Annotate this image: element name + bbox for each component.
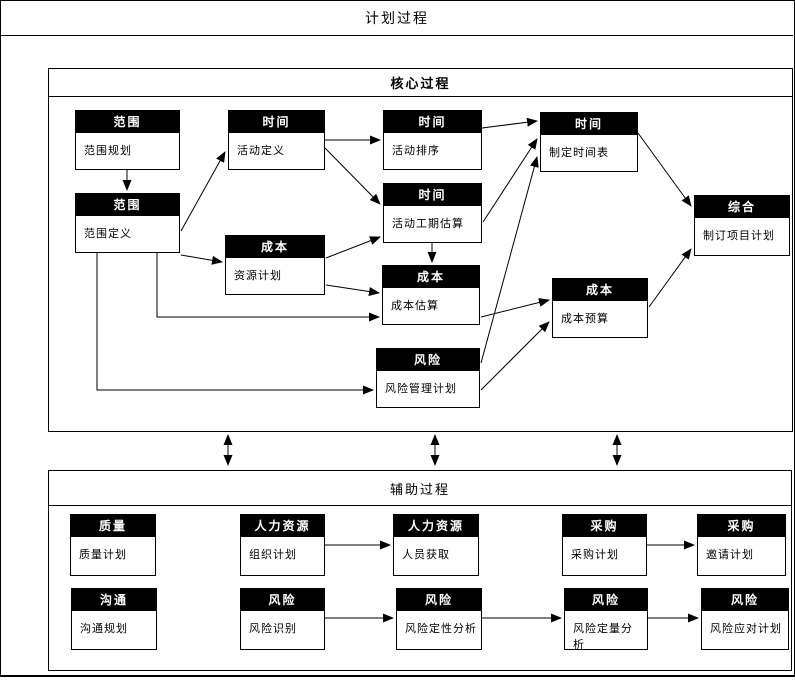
node-label: 风险应对计划 <box>710 622 782 635</box>
core-group-title: 核心过程 <box>49 69 792 97</box>
node-category: 成本 <box>383 266 479 288</box>
process-node-resource-planning: 成本资源计划 <box>225 235 325 295</box>
process-node-cost-estimating: 成本成本估算 <box>382 265 480 325</box>
node-label: 组织计划 <box>249 548 297 561</box>
node-label: 活动排序 <box>392 144 440 157</box>
node-label: 质量计划 <box>79 548 127 561</box>
process-node-risk-identification: 风险风险识别 <box>240 588 325 650</box>
process-node-scope-planning: 范围范围规划 <box>75 110 180 170</box>
node-category: 人力资源 <box>394 515 478 537</box>
node-category: 沟通 <box>72 589 156 611</box>
node-category: 风险 <box>565 589 647 611</box>
node-category: 质量 <box>71 515 155 537</box>
process-node-org-planning: 人力资源组织计划 <box>240 514 325 576</box>
node-label: 风险定量分析 <box>573 622 633 651</box>
node-category: 采购 <box>698 515 785 537</box>
process-node-project-plan-dev: 综合制订项目计划 <box>694 195 790 256</box>
node-category: 成本 <box>553 279 647 301</box>
aux-process-group: 辅助过程 <box>48 470 792 671</box>
node-label: 成本估算 <box>391 299 439 312</box>
page-title: 计划过程 <box>365 11 429 27</box>
process-node-quantitative-risk: 风险风险定量分析 <box>564 588 648 651</box>
node-label: 制定时间表 <box>549 146 609 159</box>
process-node-quality-planning: 质量质量计划 <box>70 514 156 576</box>
aux-group-title: 辅助过程 <box>49 471 791 506</box>
node-category: 时间 <box>229 111 324 133</box>
core-process-group: 核心过程 <box>48 68 793 432</box>
process-node-comms-planning: 沟通沟通规划 <box>71 588 157 650</box>
node-category: 采购 <box>563 515 646 537</box>
process-node-schedule-development: 时间制定时间表 <box>540 112 638 172</box>
node-label: 邀请计划 <box>706 548 754 561</box>
node-label: 范围定义 <box>84 227 132 240</box>
node-category: 成本 <box>226 236 324 258</box>
node-label: 人员获取 <box>402 548 450 561</box>
node-label: 活动工期估算 <box>392 217 464 230</box>
node-label: 沟通规划 <box>80 622 128 635</box>
node-category: 时间 <box>384 111 481 133</box>
process-node-duration-estimating: 时间活动工期估算 <box>383 183 482 243</box>
node-category: 风险 <box>241 589 324 611</box>
process-node-cost-budgeting: 成本成本预算 <box>552 278 648 338</box>
process-node-risk-mgmt-planning: 风险风险管理计划 <box>376 348 480 408</box>
page-title-bar: 计划过程 <box>1 1 793 36</box>
process-node-solicitation-planning: 采购邀请计划 <box>697 514 786 576</box>
process-node-procurement-planning: 采购采购计划 <box>562 514 647 576</box>
node-label: 成本预算 <box>561 312 609 325</box>
node-label: 范围规划 <box>84 144 132 157</box>
node-label: 资源计划 <box>234 269 282 282</box>
node-category: 风险 <box>397 589 481 611</box>
node-label: 风险定性分析 <box>405 622 477 635</box>
node-category: 时间 <box>384 184 481 206</box>
node-category: 风险 <box>377 349 479 371</box>
node-label: 制订项目计划 <box>703 229 775 242</box>
node-category: 时间 <box>541 113 637 135</box>
node-label: 采购计划 <box>571 548 619 561</box>
process-node-risk-response: 风险风险应对计划 <box>701 588 789 650</box>
process-node-scope-definition: 范围范围定义 <box>75 193 180 253</box>
process-node-activity-definition: 时间活动定义 <box>228 110 325 170</box>
node-label: 风险识别 <box>249 622 297 635</box>
node-label: 风险管理计划 <box>385 382 457 395</box>
process-node-staff-acquisition: 人力资源人员获取 <box>393 514 479 576</box>
node-category: 范围 <box>76 111 179 133</box>
node-label: 活动定义 <box>237 144 285 157</box>
process-node-activity-sequencing: 时间活动排序 <box>383 110 482 170</box>
node-category: 风险 <box>702 589 788 611</box>
node-category: 人力资源 <box>241 515 324 537</box>
node-category: 范围 <box>76 194 179 216</box>
node-category: 综合 <box>695 196 789 218</box>
process-node-qualitative-risk: 风险风险定性分析 <box>396 588 482 650</box>
